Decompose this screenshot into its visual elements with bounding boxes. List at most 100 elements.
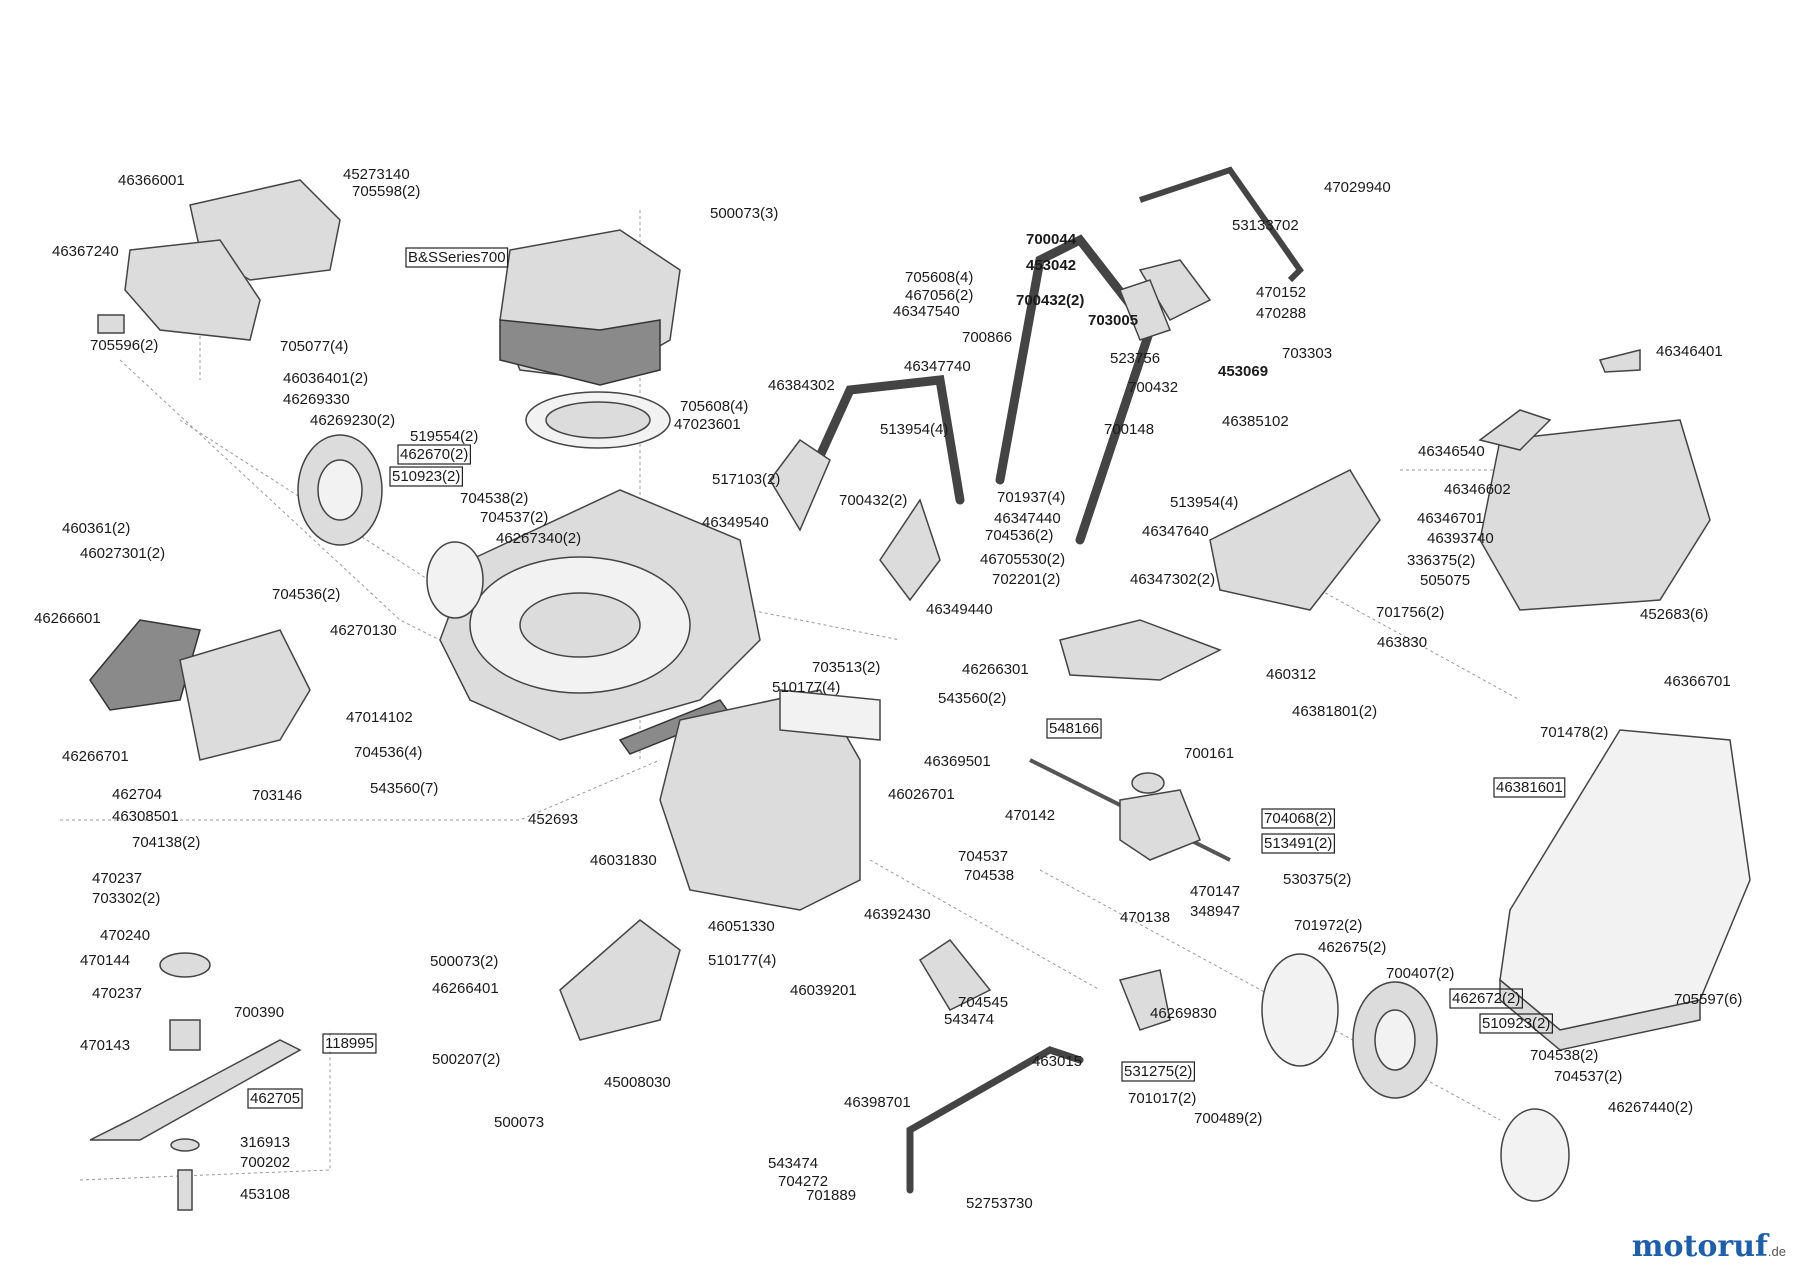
- part-label: 46031830: [590, 852, 657, 869]
- part-label: 513954(4): [880, 421, 948, 438]
- part-label: 46366701: [1664, 673, 1731, 690]
- part-label: 704536(4): [354, 744, 422, 761]
- part-label: 46270130: [330, 622, 397, 639]
- part-label-box: [1121, 1061, 1195, 1082]
- part-label: 701478(2): [1540, 724, 1608, 741]
- rear-flap: [659, 689, 881, 911]
- part-label: 453108: [240, 1186, 290, 1203]
- brand-logo-tld: .de: [1767, 1244, 1786, 1259]
- part-label: 46369501: [924, 753, 991, 770]
- part-label: 46347640: [1142, 523, 1209, 540]
- part-label: 470288: [1256, 305, 1306, 322]
- part-label: 46392430: [864, 906, 931, 923]
- part-label: 700432(2): [1016, 292, 1084, 309]
- part-label: 519554(2): [410, 428, 478, 445]
- part-label-box: [1449, 988, 1523, 1009]
- part-label: 513954(4): [1170, 494, 1238, 511]
- part-label: 703513(2): [812, 659, 880, 676]
- part-label: 46267440(2): [1608, 1099, 1693, 1116]
- part-label: 704138(2): [132, 834, 200, 851]
- part-label: 47023601: [674, 416, 741, 433]
- part-label: 46346602: [1444, 481, 1511, 498]
- part-label-box: [1493, 777, 1566, 798]
- part-label: 470152: [1256, 284, 1306, 301]
- part-label: 467056(2): [905, 287, 973, 304]
- part-label: 543560(2): [938, 690, 1006, 707]
- part-label: 470237: [92, 985, 142, 1002]
- engine-cover-group: [97, 179, 341, 341]
- part-label-box: [322, 1033, 377, 1054]
- part-label: 704537: [958, 848, 1008, 865]
- part-label: 46266401: [432, 980, 499, 997]
- part-label: 462672(2): [1452, 990, 1520, 1007]
- part-label-box: [389, 466, 463, 487]
- part-label: 46308501: [112, 808, 179, 825]
- catcher-lid: [1209, 349, 1711, 611]
- part-label: 47014102: [346, 709, 413, 726]
- part-label: 705608(4): [905, 269, 973, 286]
- part-label: 523756: [1110, 350, 1160, 367]
- part-label-box: [397, 444, 471, 465]
- part-label: 470147: [1190, 883, 1240, 900]
- part-label: 46381601: [1496, 779, 1563, 796]
- part-label: 46269230(2): [310, 412, 395, 429]
- part-label: 500073: [494, 1114, 544, 1131]
- part-label: 700432(2): [839, 492, 907, 509]
- part-label: 704536(2): [985, 527, 1053, 544]
- part-label: 700489(2): [1194, 1110, 1262, 1127]
- part-label: 46027301(2): [80, 545, 165, 562]
- part-label: 46367240: [52, 243, 119, 260]
- part-label: 703303: [1282, 345, 1332, 362]
- part-label: 543474: [768, 1155, 818, 1172]
- part-label: 47029940: [1324, 179, 1391, 196]
- part-label: 46384302: [768, 377, 835, 394]
- part-label: 453042: [1026, 257, 1076, 274]
- part-label-box: [1261, 808, 1335, 829]
- part-label: B&SSeries700: [408, 249, 506, 266]
- part-label: 531275(2): [1124, 1063, 1192, 1080]
- part-label: 704272: [778, 1173, 828, 1190]
- part-label: 46347440: [994, 510, 1061, 527]
- part-label: 548166: [1049, 720, 1099, 737]
- mulch-plug: [559, 919, 681, 1041]
- part-label: 53133702: [1232, 217, 1299, 234]
- part-label: 470138: [1120, 909, 1170, 926]
- part-label: 46393740: [1427, 530, 1494, 547]
- side-discharge: [89, 619, 311, 761]
- part-label: 704538(2): [1530, 1047, 1598, 1064]
- part-label: 46347740: [904, 358, 971, 375]
- blade-assembly: [89, 952, 302, 1211]
- part-label: 46349440: [926, 601, 993, 618]
- part-label: 460312: [1266, 666, 1316, 683]
- part-label: 704536(2): [272, 586, 340, 603]
- part-label: 470143: [80, 1037, 130, 1054]
- part-label: 510923(2): [1482, 1015, 1550, 1032]
- part-label: 46039201: [790, 982, 857, 999]
- part-label: 46266601: [34, 610, 101, 627]
- front-wheel: [297, 434, 484, 619]
- brand-logo: motoruf.de: [1632, 1229, 1786, 1264]
- part-label: 700407(2): [1386, 965, 1454, 982]
- part-label: 705608(4): [680, 398, 748, 415]
- part-label: 510177(4): [708, 952, 776, 969]
- part-label: 336375(2): [1407, 552, 1475, 569]
- engine: [499, 229, 681, 449]
- part-label: 46385102: [1222, 413, 1289, 430]
- part-label: 470142: [1005, 807, 1055, 824]
- part-label: 701756(2): [1376, 604, 1444, 621]
- part-label: 46349540: [702, 514, 769, 531]
- part-label: 46036401(2): [283, 370, 368, 387]
- part-label: 462670(2): [400, 446, 468, 463]
- part-label: 705597(6): [1674, 991, 1742, 1008]
- part-label: 316913: [240, 1134, 290, 1151]
- part-label-box: [1046, 718, 1102, 739]
- part-label: 46269830: [1150, 1005, 1217, 1022]
- part-label: 704068(2): [1264, 810, 1332, 827]
- part-label: 463015: [1032, 1053, 1082, 1070]
- part-label: 704537(2): [1554, 1068, 1622, 1085]
- part-label: 703005: [1088, 312, 1138, 329]
- part-label: 470240: [100, 927, 150, 944]
- part-label-box: [247, 1088, 303, 1109]
